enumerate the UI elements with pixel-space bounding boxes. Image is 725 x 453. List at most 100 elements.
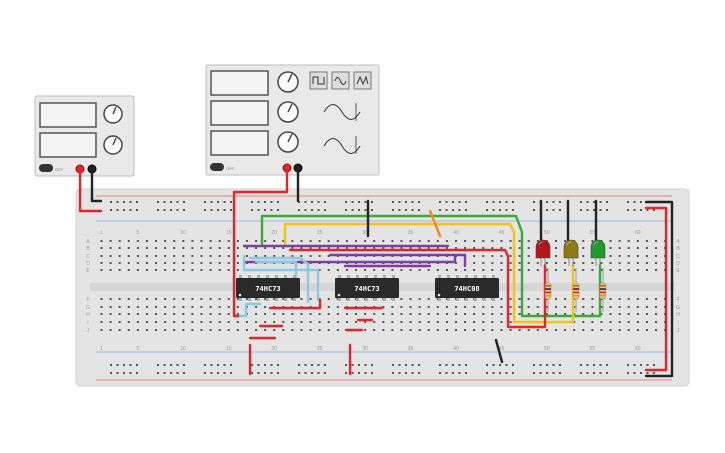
rail-hole[interactable] (230, 372, 232, 374)
rail-hole[interactable] (599, 201, 602, 203)
hole[interactable] (191, 255, 194, 257)
hole[interactable] (518, 306, 521, 308)
hole[interactable] (636, 247, 639, 249)
hole[interactable] (536, 329, 539, 331)
hole[interactable] (609, 306, 612, 308)
hole[interactable] (309, 329, 312, 331)
hole[interactable] (236, 247, 239, 249)
hole[interactable] (318, 313, 321, 315)
hole[interactable] (136, 269, 139, 271)
hole[interactable] (591, 269, 594, 271)
rail-hole[interactable] (223, 372, 226, 374)
hole[interactable] (182, 247, 185, 249)
hole[interactable] (155, 298, 158, 300)
hole[interactable] (491, 255, 494, 257)
rail-hole[interactable] (298, 209, 300, 211)
rail-hole[interactable] (116, 372, 119, 374)
rail-hole[interactable] (593, 372, 595, 374)
hole[interactable] (609, 329, 612, 331)
rail-hole[interactable] (345, 364, 347, 366)
hole[interactable] (300, 313, 303, 315)
hole[interactable] (155, 329, 158, 331)
rail-hole[interactable] (324, 201, 326, 203)
hole[interactable] (609, 255, 612, 257)
hole[interactable] (618, 269, 621, 271)
rail-hole[interactable] (405, 364, 407, 366)
hole[interactable] (118, 262, 121, 264)
hole[interactable] (500, 306, 503, 308)
rail-hole[interactable] (123, 201, 125, 203)
hole[interactable] (427, 298, 430, 300)
hole[interactable] (218, 262, 221, 264)
hole[interactable] (218, 255, 221, 257)
hole[interactable] (491, 240, 494, 242)
hole[interactable] (264, 255, 267, 257)
rail-hole[interactable] (486, 209, 488, 211)
hole[interactable] (182, 255, 185, 257)
rail-hole[interactable] (640, 364, 642, 366)
hole[interactable] (500, 321, 503, 323)
hole[interactable] (118, 298, 121, 300)
hole[interactable] (255, 255, 258, 257)
rail-hole[interactable] (586, 201, 589, 203)
hole[interactable] (100, 262, 103, 264)
hole[interactable] (273, 313, 276, 315)
wire-fg-signal[interactable] (232, 166, 289, 318)
hole[interactable] (582, 329, 585, 331)
hole[interactable] (236, 240, 239, 242)
hole[interactable] (300, 321, 303, 323)
hole[interactable] (145, 298, 148, 300)
rail-hole[interactable] (163, 209, 166, 211)
rail-hole[interactable] (411, 372, 414, 374)
rail-hole[interactable] (264, 364, 266, 366)
rail-hole[interactable] (170, 364, 172, 366)
hole[interactable] (209, 313, 212, 315)
hole[interactable] (355, 240, 358, 242)
rail-hole[interactable] (311, 364, 313, 366)
hole[interactable] (654, 255, 657, 257)
hole[interactable] (382, 306, 385, 308)
rail-hole[interactable] (398, 209, 401, 211)
hole[interactable] (164, 247, 167, 249)
hole[interactable] (409, 269, 412, 271)
hole[interactable] (164, 269, 167, 271)
hole[interactable] (109, 269, 112, 271)
rail-hole[interactable] (371, 364, 373, 366)
hole[interactable] (236, 321, 239, 323)
rail-hole[interactable] (110, 364, 112, 366)
rail-hole[interactable] (345, 209, 347, 211)
hole[interactable] (236, 298, 239, 300)
hole[interactable] (564, 306, 567, 308)
rail-hole[interactable] (599, 209, 602, 211)
rail-hole[interactable] (183, 372, 185, 374)
hole[interactable] (318, 240, 321, 242)
hole[interactable] (545, 329, 548, 331)
hole[interactable] (582, 262, 585, 264)
rail-hole[interactable] (129, 372, 132, 374)
rail-hole[interactable] (599, 364, 602, 366)
hole[interactable] (600, 321, 603, 323)
hole[interactable] (509, 306, 512, 308)
hole[interactable] (136, 306, 139, 308)
rail-hole[interactable] (580, 201, 582, 203)
hole[interactable] (436, 306, 439, 308)
hole[interactable] (209, 269, 212, 271)
rail-hole[interactable] (653, 364, 655, 366)
hole[interactable] (400, 321, 403, 323)
hole[interactable] (327, 321, 330, 323)
hole[interactable] (636, 240, 639, 242)
hole[interactable] (536, 313, 539, 315)
hole[interactable] (500, 247, 503, 249)
hole[interactable] (600, 269, 603, 271)
hole[interactable] (645, 240, 648, 242)
rail-hole[interactable] (486, 372, 488, 374)
rail-hole[interactable] (458, 364, 461, 366)
hole[interactable] (418, 269, 421, 271)
hole[interactable] (109, 306, 112, 308)
rail-hole[interactable] (116, 209, 119, 211)
hole[interactable] (300, 247, 303, 249)
hole[interactable] (218, 298, 221, 300)
wire-psu-positive[interactable] (78, 167, 103, 213)
hole[interactable] (127, 329, 130, 331)
resistor[interactable] (572, 268, 580, 312)
